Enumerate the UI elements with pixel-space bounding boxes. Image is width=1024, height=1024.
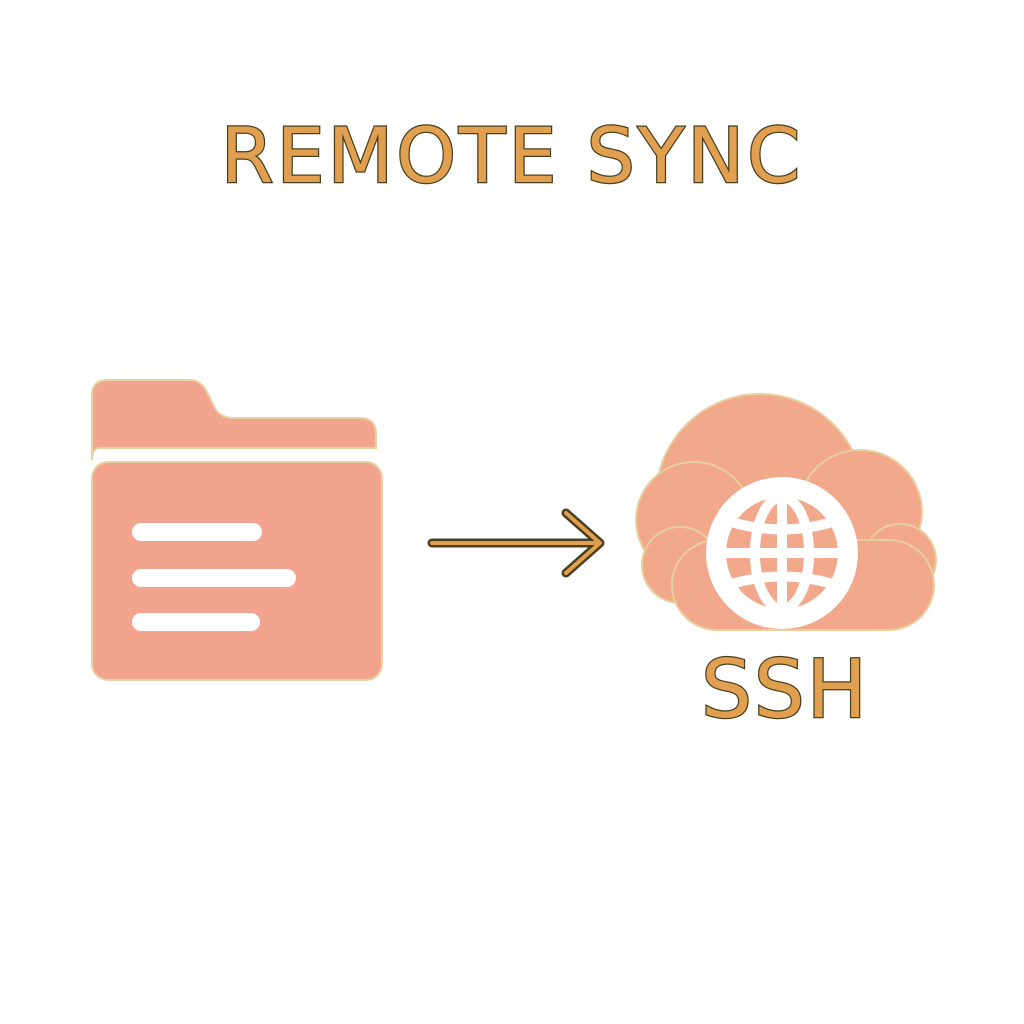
destination-label: SSH	[700, 643, 869, 736]
folder-line-3	[132, 613, 260, 631]
cloud-globe-icon	[635, 393, 937, 631]
globe-icon	[706, 477, 858, 629]
folder-tab	[91, 379, 377, 461]
diagram-title: REMOTE SYNC	[220, 111, 804, 200]
folder-line-2	[132, 569, 296, 587]
folder-icon	[91, 379, 383, 681]
folder-line-1	[132, 523, 262, 541]
arrow-right-icon	[427, 508, 605, 578]
